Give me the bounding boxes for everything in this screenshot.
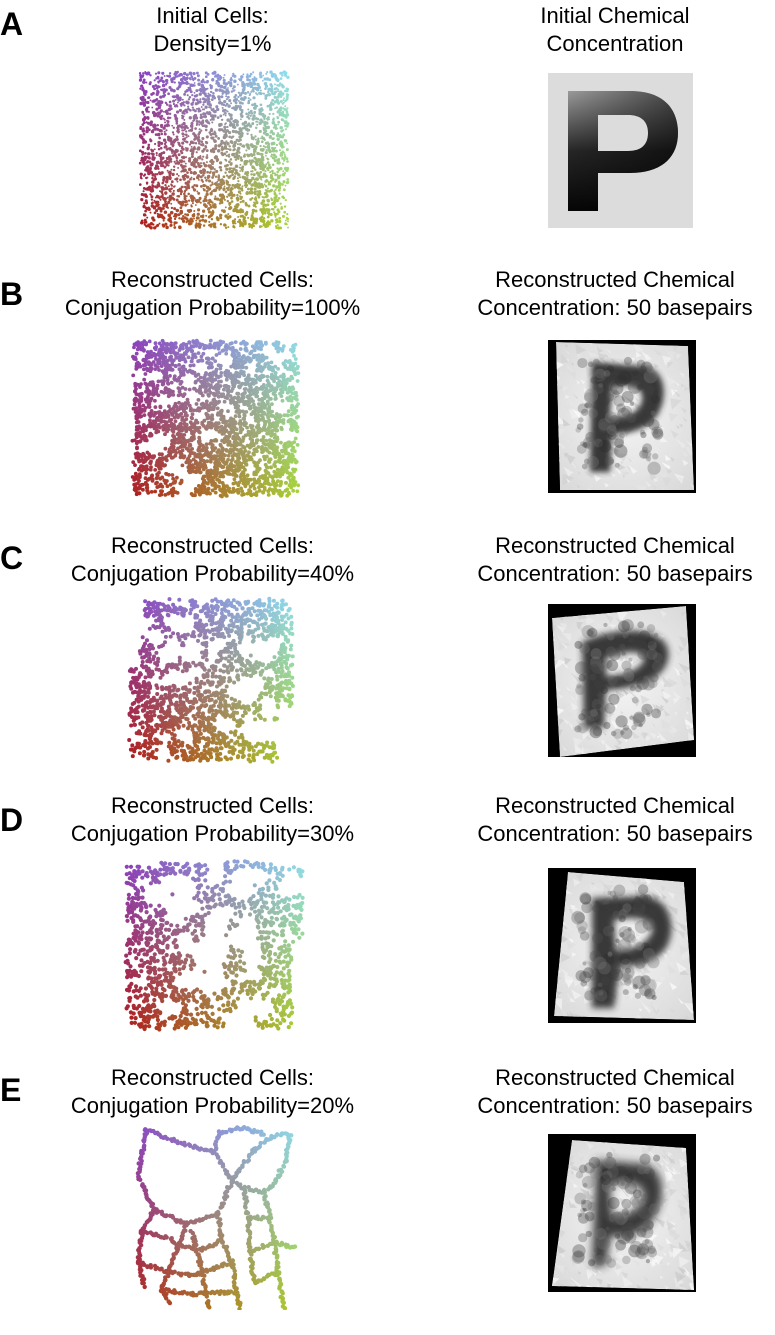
title-line: Conjugation Probability=30%	[70, 821, 355, 846]
letter-p-shape	[592, 1160, 663, 1266]
panel-label-e: E	[0, 1072, 22, 1108]
letter-p-shape	[592, 896, 672, 1008]
title-line: Reconstructed Cells:	[111, 1065, 314, 1090]
panel-e-chem-image	[548, 1134, 696, 1292]
title-line: Concentration: 50 basepairs	[477, 1093, 753, 1118]
title-line: Conjugation Probability=20%	[70, 1093, 355, 1118]
cell-network	[127, 596, 295, 764]
cell-network	[130, 338, 301, 499]
panel-d-cells-image	[123, 859, 305, 1032]
title-line: Concentration: 50 basepairs	[477, 821, 753, 846]
panel-label-b: B	[0, 276, 24, 312]
title-line: Reconstructed Chemical	[495, 793, 735, 818]
cell-network	[123, 859, 305, 1032]
panel-c-chem-image	[548, 604, 696, 757]
panel-label-a: A	[0, 6, 24, 42]
title-line: Reconstructed Chemical	[495, 1065, 735, 1090]
panel-d-cells-title: Reconstructed Cells: Conjugation Probabil…	[45, 792, 380, 848]
title-line: Density=1%	[153, 31, 272, 56]
reconstruction-region	[552, 606, 694, 757]
title-line: Concentration: 50 basepairs	[477, 561, 753, 586]
reconstruction-region	[552, 1140, 694, 1290]
panel-a-cells-title: Initial Cells: Density=1%	[45, 2, 380, 58]
panel-a-chem-image	[548, 73, 693, 228]
panel-label-c: C	[0, 540, 24, 576]
panel-e-cells-image	[135, 1125, 298, 1310]
cell-dots	[138, 70, 290, 230]
reconstruction-region	[556, 342, 694, 490]
panel-a-cells-image	[138, 70, 290, 230]
title-line: Conjugation Probability=100%	[64, 295, 361, 320]
title-line: Concentration	[546, 31, 684, 56]
panel-d-chem-image	[548, 868, 696, 1023]
title-line: Conjugation Probability=40%	[70, 561, 355, 586]
panel-b-cells-image	[130, 338, 301, 499]
title-line: Initial Chemical	[540, 3, 690, 28]
panel-b-chem-image	[548, 340, 696, 493]
title-line: Reconstructed Chemical	[495, 533, 735, 558]
letter-p-shape	[590, 362, 664, 472]
letter-p-shape	[582, 630, 669, 728]
reconstruction-region	[554, 872, 694, 1020]
letter-p-shade	[568, 91, 678, 211]
title-line: Initial Cells:	[156, 3, 269, 28]
title-line: Reconstructed Cells:	[111, 533, 314, 558]
panel-label-d: D	[0, 802, 24, 838]
panel-e-cells-title: Reconstructed Cells: Conjugation Probabil…	[45, 1064, 380, 1120]
title-line: Reconstructed Chemical	[495, 267, 735, 292]
title-line: Concentration: 50 basepairs	[477, 295, 753, 320]
panel-c-cells-image	[127, 596, 295, 764]
title-line: Reconstructed Cells:	[111, 793, 314, 818]
panel-c-cells-title: Reconstructed Cells: Conjugation Probabil…	[45, 532, 380, 588]
panel-b-cells-title: Reconstructed Cells: Conjugation Probabil…	[45, 266, 380, 322]
cell-strands	[135, 1125, 298, 1310]
title-line: Reconstructed Cells:	[111, 267, 314, 292]
